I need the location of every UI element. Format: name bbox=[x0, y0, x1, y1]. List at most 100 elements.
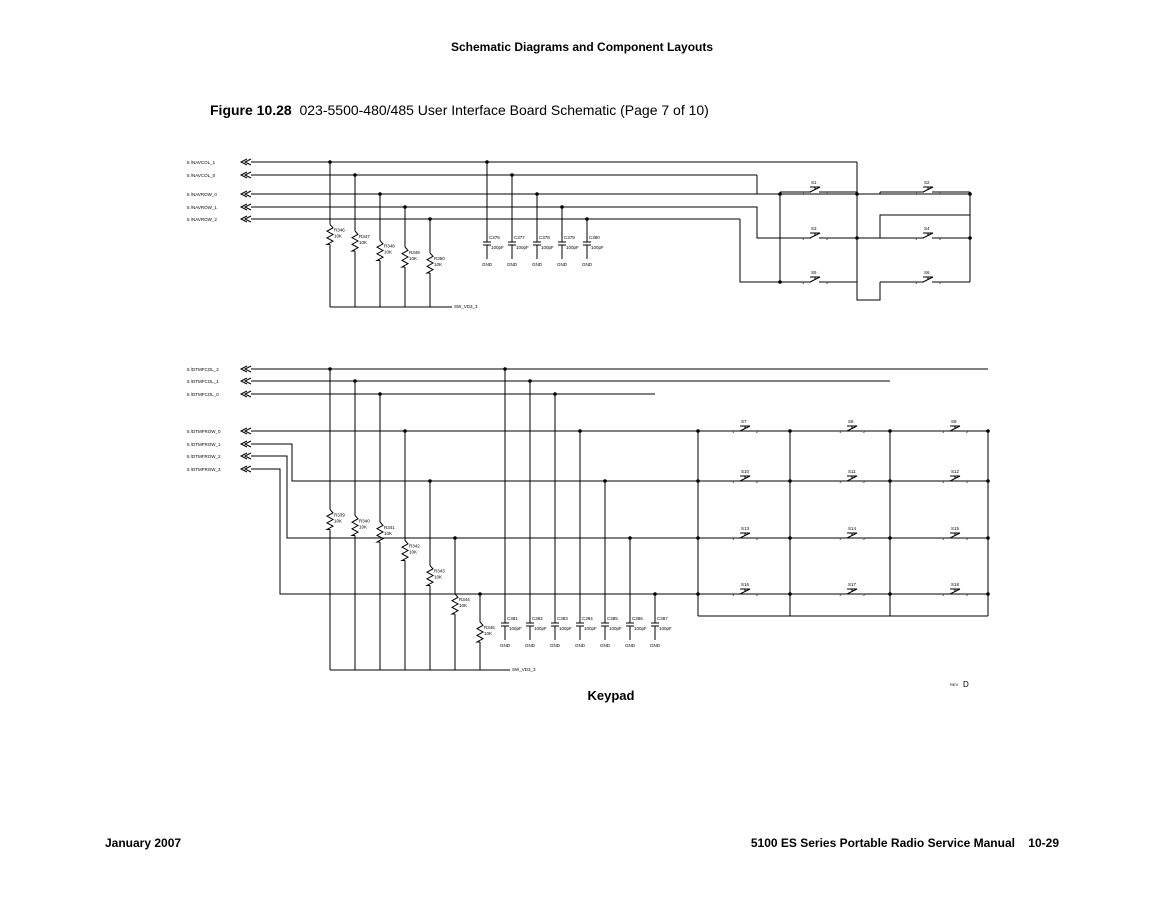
junction-dot bbox=[986, 429, 990, 433]
ground-label: GND bbox=[482, 262, 493, 267]
capacitor-value: 100pF bbox=[509, 626, 522, 631]
net-label: 5 /NAVROW_1 bbox=[187, 205, 217, 210]
resistor-value: 10K bbox=[334, 234, 342, 239]
resistor-symbol bbox=[325, 224, 335, 245]
push-switch-icon bbox=[809, 186, 821, 193]
pin-number: 2 bbox=[756, 536, 759, 541]
junction-dot bbox=[778, 192, 782, 196]
capacitor-value: 100pF bbox=[634, 626, 647, 631]
resistor-label: R339 bbox=[334, 513, 345, 518]
pin-number: 2 bbox=[826, 280, 829, 285]
resistor-value: 10K bbox=[484, 631, 492, 636]
pin-number: 1 bbox=[732, 429, 735, 434]
capacitor-value: 100pF bbox=[559, 626, 572, 631]
pin-number: 1 bbox=[732, 479, 735, 484]
wire bbox=[857, 192, 881, 195]
net-wire bbox=[251, 455, 988, 539]
port-connector-icon bbox=[239, 427, 252, 435]
push-switch-icon bbox=[922, 232, 934, 239]
resistor-symbol bbox=[450, 593, 460, 615]
switch-label: S3 bbox=[811, 226, 817, 231]
push-switch-icon bbox=[922, 276, 934, 283]
pin-number: 1 bbox=[915, 190, 918, 195]
ground-label: GND bbox=[625, 643, 636, 648]
supply-label: SW_VD3_3 bbox=[454, 304, 478, 309]
net-label: 5 /DTMFCOL_2 bbox=[187, 367, 219, 372]
pin-number: 2 bbox=[966, 536, 969, 541]
port-connector-icon bbox=[239, 465, 252, 473]
pin-number: 2 bbox=[939, 236, 942, 241]
net-label: 5 /DTMFROW_2 bbox=[187, 454, 221, 459]
junction-dot bbox=[855, 236, 859, 240]
push-switch-icon bbox=[949, 425, 961, 432]
resistor-value: 10K bbox=[459, 603, 467, 608]
switch-label: S6 bbox=[924, 270, 930, 275]
net-wire bbox=[251, 468, 988, 595]
switch-label: S15 bbox=[951, 526, 960, 531]
resistor-symbol bbox=[425, 565, 435, 586]
resistor-symbol bbox=[425, 252, 435, 274]
resistor-symbol bbox=[350, 515, 360, 536]
resistor-label: R345 bbox=[484, 625, 495, 630]
switch-label: S11 bbox=[848, 469, 856, 474]
resistor-label: R347 bbox=[359, 234, 370, 239]
junction-dot bbox=[986, 592, 990, 596]
resistor-value: 10K bbox=[434, 575, 442, 580]
capacitor-label: C380 bbox=[589, 235, 600, 240]
wire bbox=[856, 282, 881, 301]
push-switch-icon bbox=[739, 475, 751, 482]
switch-label: S14 bbox=[848, 526, 857, 531]
wire bbox=[739, 219, 780, 283]
junction-dot bbox=[788, 479, 792, 483]
wire bbox=[745, 206, 780, 239]
junction-dot bbox=[888, 429, 892, 433]
rev-value: D bbox=[963, 680, 969, 689]
ground-label: GND bbox=[525, 643, 536, 648]
capacitor-value: 100pF bbox=[659, 626, 672, 631]
pin-number: 2 bbox=[863, 479, 866, 484]
junction-dot bbox=[888, 536, 892, 540]
push-switch-icon bbox=[809, 276, 821, 283]
resistor-label: R343 bbox=[434, 569, 445, 574]
pin-number: 2 bbox=[939, 190, 942, 195]
ground-label: GND bbox=[582, 262, 593, 267]
pin-number: 1 bbox=[942, 429, 945, 434]
junction-dot bbox=[696, 536, 700, 540]
resistor-label: R346 bbox=[334, 228, 345, 233]
junction-dot bbox=[888, 479, 892, 483]
port-connector-icon bbox=[239, 190, 252, 198]
port-connector-icon bbox=[239, 390, 252, 398]
pin-number: 2 bbox=[966, 429, 969, 434]
capacitor-value: 100pF bbox=[534, 626, 547, 631]
resistor-symbol bbox=[475, 621, 485, 643]
supply-label: SW_VD3_3 bbox=[512, 667, 536, 672]
junction-dot bbox=[968, 236, 972, 240]
ground-label: GND bbox=[600, 643, 611, 648]
resistor-label: R340 bbox=[359, 519, 370, 524]
resistor-symbol bbox=[350, 230, 360, 252]
pin-number: 1 bbox=[839, 592, 842, 597]
pin-number: 2 bbox=[863, 592, 866, 597]
figure-caption: Figure 10.28 023-5500-480/485 User Inter… bbox=[210, 102, 709, 118]
capacitor-value: 100pF bbox=[566, 245, 579, 250]
resistor-label: R344 bbox=[459, 597, 470, 602]
resistor-value: 10K bbox=[409, 550, 417, 555]
switch-label: S13 bbox=[741, 526, 750, 531]
figure-title: 023-5500-480/485 User Interface Board Sc… bbox=[299, 102, 709, 118]
net-label: 5 /NAVCOL_1 bbox=[187, 160, 216, 165]
figure-number: Figure 10.28 bbox=[210, 102, 292, 118]
push-switch-icon bbox=[809, 232, 821, 239]
net-label: 5 /NAVROW_0 bbox=[187, 192, 217, 197]
port-connector-icon bbox=[239, 171, 252, 179]
switch-label: S17 bbox=[848, 582, 857, 587]
pin-number: 1 bbox=[942, 592, 945, 597]
capacitor-label: C382 bbox=[532, 616, 543, 621]
page-header: Schematic Diagrams and Component Layouts bbox=[450, 40, 714, 54]
capacitor-value: 100pF bbox=[516, 245, 529, 250]
net-label: 5 /DTMFROW_0 bbox=[187, 429, 221, 434]
switch-label: S9 bbox=[951, 419, 957, 424]
junction-dot bbox=[788, 536, 792, 540]
capacitor-label: C384 bbox=[582, 616, 593, 621]
resistor-symbol bbox=[400, 246, 410, 268]
pin-number: 2 bbox=[756, 592, 759, 597]
